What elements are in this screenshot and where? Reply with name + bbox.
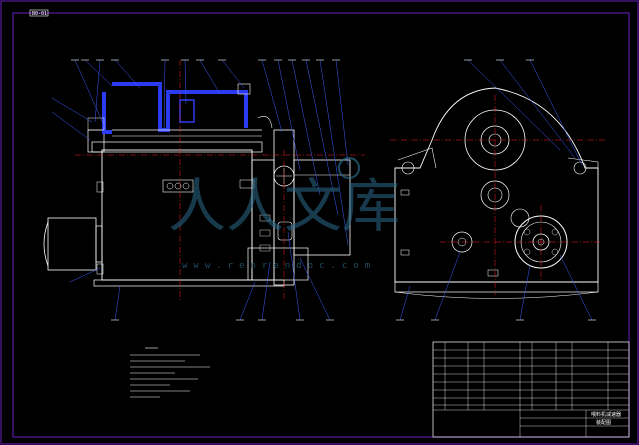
parts-list-frame (432, 341, 630, 438)
gear-hole (523, 248, 531, 256)
leader (305, 59, 339, 216)
arm-bracket (179, 99, 195, 123)
watermark-url: www.renrendoc.com (182, 261, 376, 271)
leader (434, 251, 461, 321)
watermark-logo-icon (338, 157, 360, 179)
corner-tag: B0-01 (32, 11, 47, 17)
drain-plug (487, 269, 499, 277)
leader (94, 59, 101, 123)
technical-notes (130, 347, 210, 398)
motor-body (47, 217, 97, 271)
leader (261, 261, 271, 321)
arm-pivot (237, 83, 251, 95)
leader (287, 231, 301, 321)
casing-bolt (400, 249, 410, 256)
leader (114, 59, 141, 89)
base-rail (93, 279, 285, 287)
lifting-eye-right (573, 161, 587, 175)
leader (399, 285, 411, 321)
oil-plug (239, 179, 255, 189)
small-gear (510, 208, 530, 228)
leader (51, 97, 93, 123)
leader (163, 59, 166, 133)
gear-hole (551, 228, 559, 236)
arm-clamp (87, 117, 105, 131)
side-bolt (96, 263, 104, 275)
housing-top-plate (91, 141, 263, 153)
leader (559, 254, 593, 321)
casing-flange-right (567, 157, 599, 175)
plate-bolt (182, 182, 190, 190)
leader-lines (51, 59, 593, 321)
center-lines (75, 60, 605, 300)
gearbox-base (394, 281, 599, 293)
callout-marks (71, 59, 596, 321)
feed-arm (112, 82, 248, 132)
leader (114, 285, 121, 321)
leader (467, 59, 561, 151)
leader (69, 267, 101, 283)
leader (277, 59, 301, 171)
leader (51, 111, 91, 141)
side-view (394, 87, 599, 299)
lifting-eye-left (401, 161, 415, 175)
leader (261, 59, 283, 133)
leader (199, 59, 221, 95)
watermark: 人人文库 www.renrendoc.com (168, 157, 400, 271)
leader (335, 59, 349, 166)
column-tick (259, 214, 271, 222)
arm-spring (257, 116, 273, 129)
side-bolt (96, 181, 104, 193)
base-arc (394, 291, 599, 299)
front-view (43, 82, 351, 287)
sheet-inner-border (12, 12, 630, 438)
leader (529, 59, 583, 166)
feed-box (293, 159, 351, 256)
gearbox-casing (394, 87, 599, 283)
parts-list-grid (433, 342, 629, 437)
drawing-title: 喂料机减速器 (591, 411, 621, 418)
gear-hole (523, 228, 531, 236)
sheet-label: 装配图 (596, 419, 611, 426)
leader (84, 59, 113, 87)
leader (184, 59, 187, 105)
leader (519, 264, 531, 321)
left-bracket (87, 129, 105, 153)
leader (499, 59, 576, 159)
parts-list: 喂料机减速器 装配图 (432, 341, 630, 438)
motor-end-cap (43, 221, 49, 267)
leader (291, 59, 321, 196)
gear-hole (551, 248, 559, 256)
column-tick (259, 244, 271, 252)
leader (239, 281, 256, 321)
corner-tag-box (29, 9, 49, 17)
coupling (277, 221, 293, 241)
leader (74, 59, 106, 129)
leader (221, 59, 245, 89)
leader (299, 257, 331, 321)
casing-bolt (400, 189, 410, 196)
casing-flange-left (397, 147, 437, 169)
column-tick (259, 229, 271, 237)
watermark-text: 人人文库 (168, 172, 400, 240)
plate-bolt (174, 182, 182, 190)
feed-arm-left (102, 92, 112, 134)
inspection-plate (162, 179, 194, 193)
plate-bolt (166, 182, 174, 190)
motor-flange (95, 225, 103, 263)
leader (319, 59, 349, 246)
